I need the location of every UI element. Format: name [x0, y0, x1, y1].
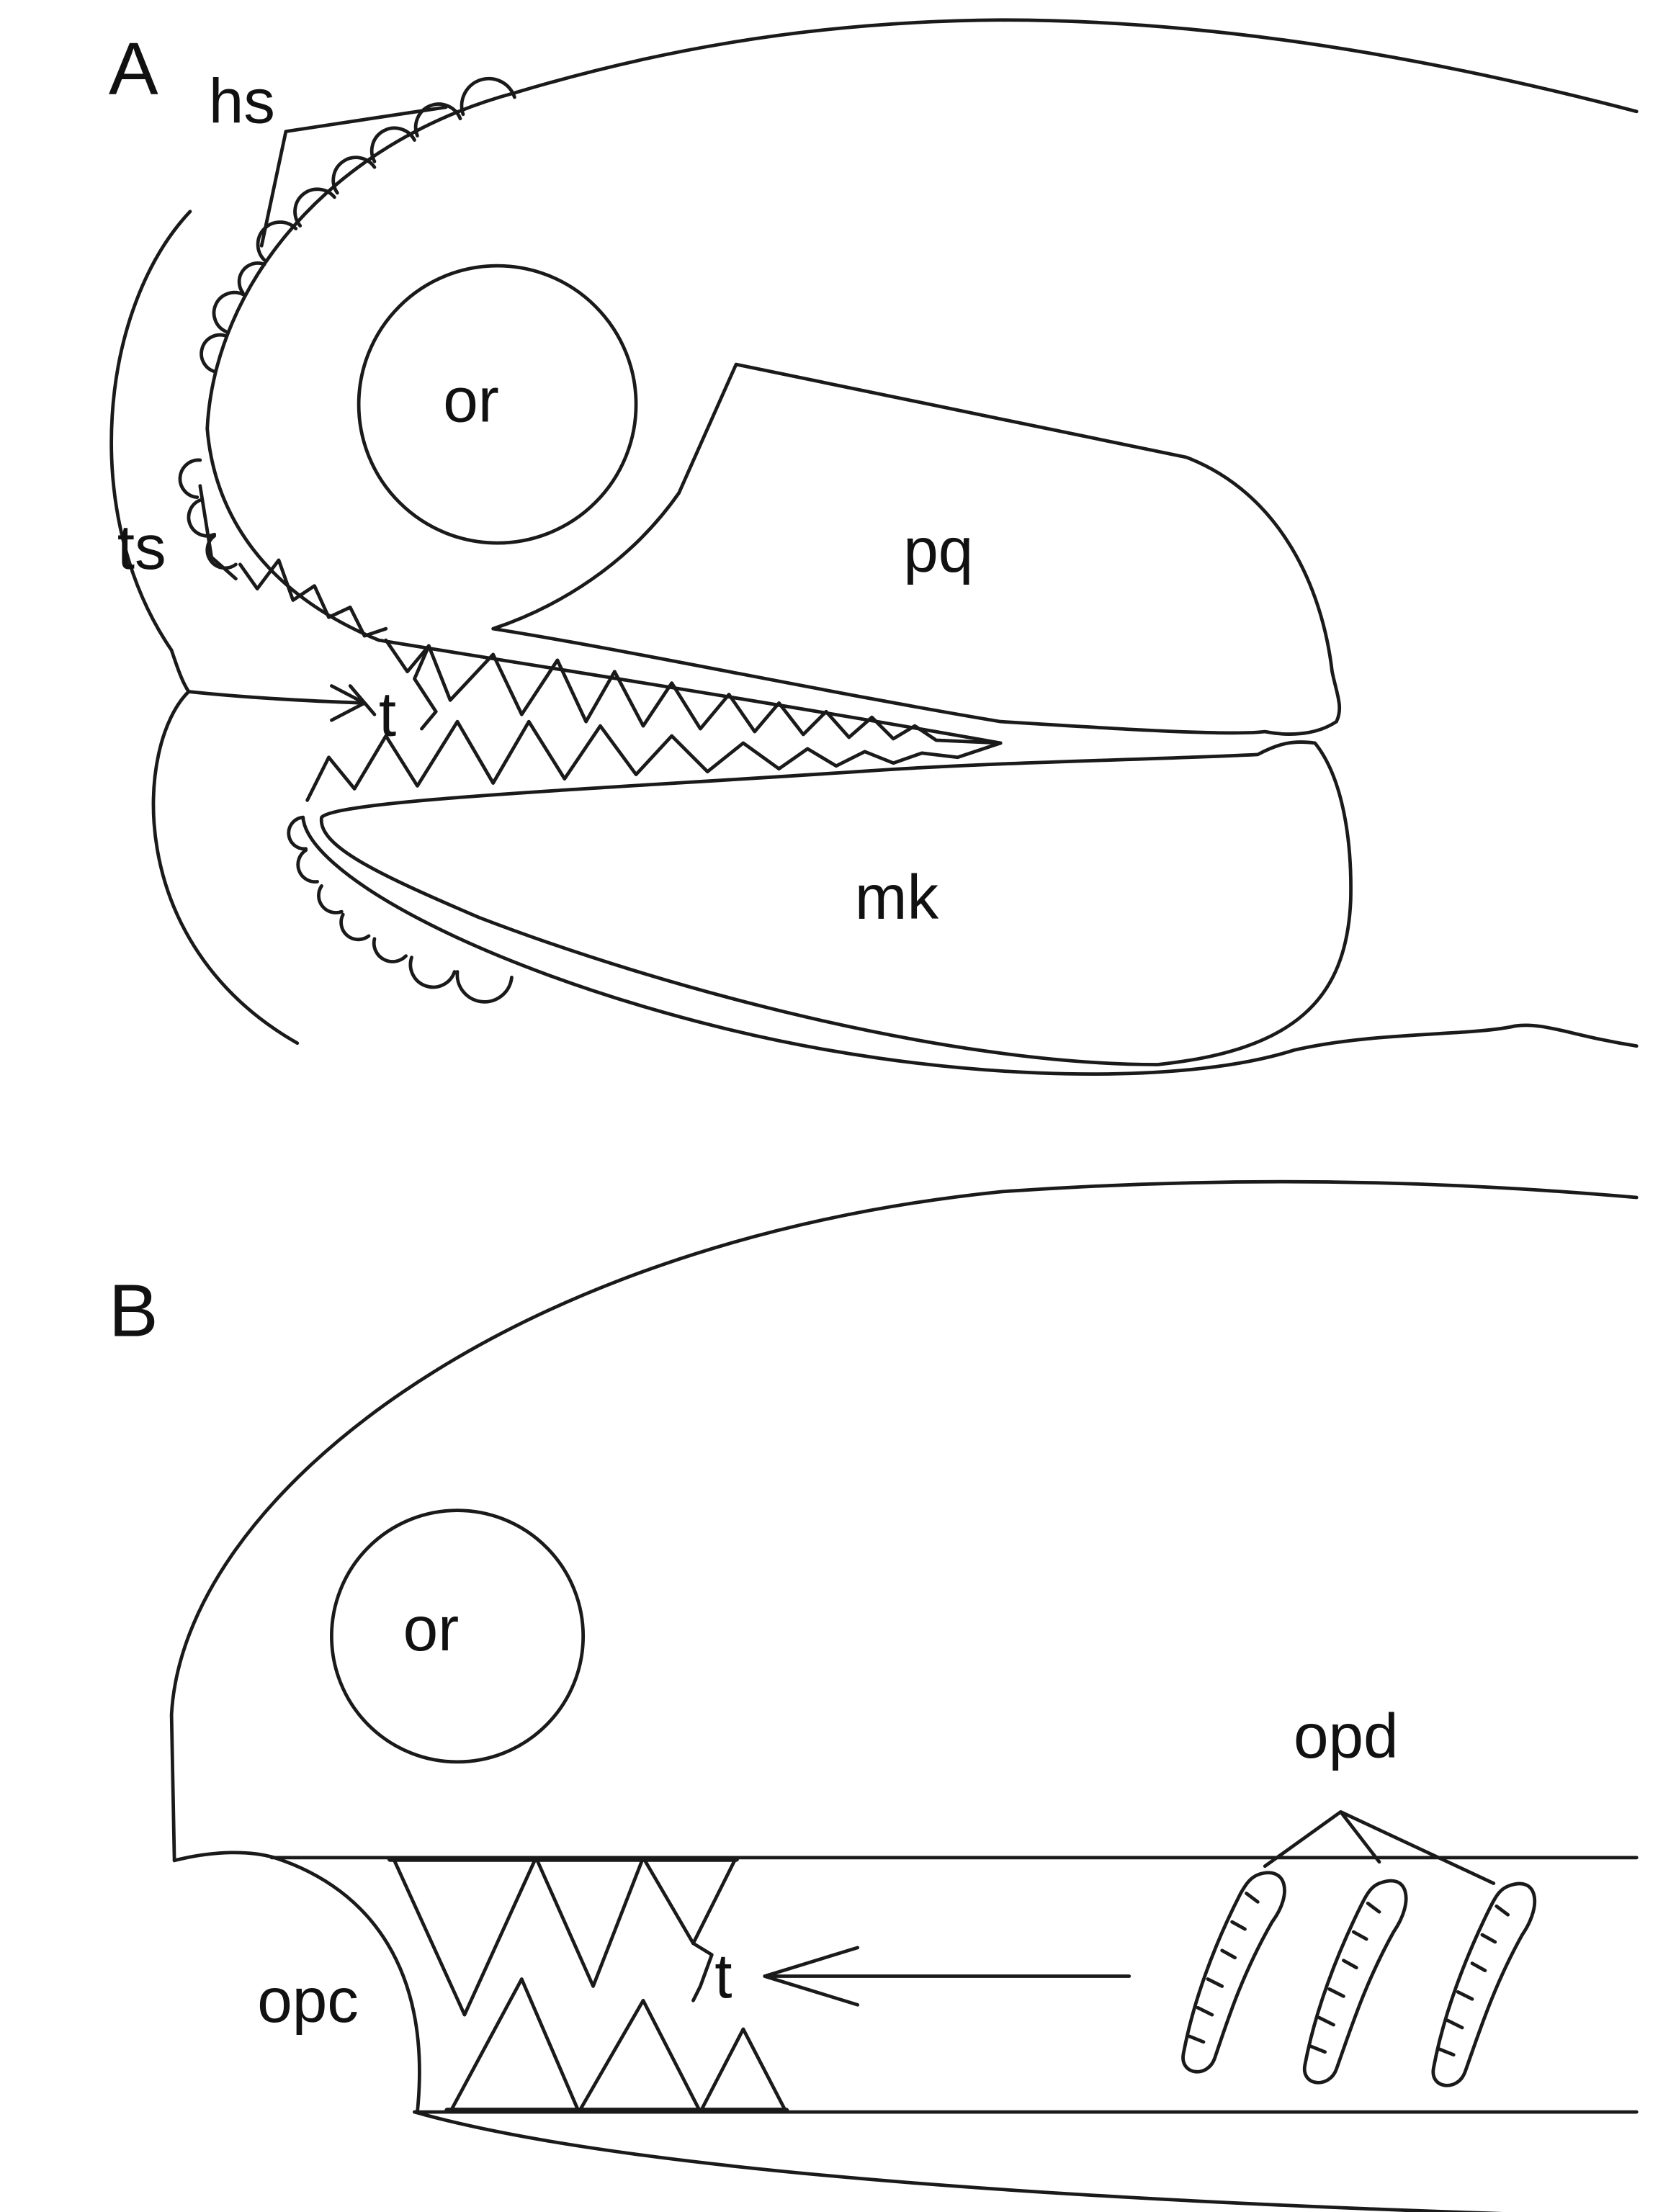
label-opd: opd — [1294, 1701, 1399, 1771]
orbit-a — [357, 264, 638, 545]
oropharyngeal-cavity-outline — [172, 1851, 421, 2114]
lower-jaw-outline — [301, 815, 1639, 1076]
denticle — [1302, 1879, 1408, 2085]
oropharyngeal-denticles — [1181, 1871, 1537, 2087]
t-arrow-a — [187, 684, 367, 722]
label-pq: pq — [903, 515, 973, 585]
orbit-b — [330, 1509, 586, 1764]
label-opc: opc — [257, 1965, 359, 2036]
tooth-scales — [178, 458, 388, 638]
palatoquadrate — [491, 362, 1342, 736]
bracket-arc-upper — [109, 210, 192, 693]
label-or-a: or — [443, 364, 499, 435]
panel-label-a: A — [109, 27, 158, 110]
ts-leader-lines — [198, 484, 238, 581]
teeth-b — [387, 1856, 789, 2114]
upper-jaw-outline — [205, 426, 1003, 745]
head-outline-a — [205, 18, 1639, 431]
label-t-a: t — [379, 679, 396, 750]
label-mk: mk — [855, 862, 939, 932]
ventral-outline-b — [413, 2110, 1503, 2212]
meckels-cartilage — [320, 740, 1353, 1066]
opd-leader-lines — [1263, 1809, 1496, 1885]
panel-b: B or opd t opc — [109, 1179, 1639, 2212]
bracket-arc-lower — [151, 690, 300, 1046]
denticle — [1181, 1871, 1286, 2074]
panel-label-b: B — [109, 1269, 158, 1352]
label-t-b: t — [714, 1941, 732, 2011]
hs-leader-lines — [259, 105, 448, 248]
denticle — [1431, 1881, 1537, 2087]
panel-a: A hs ts t or pq mk — [109, 18, 1639, 1076]
label-hs: hs — [209, 66, 275, 137]
t-arrow-b — [763, 1946, 1132, 2007]
head-outline-b — [169, 1179, 1639, 1863]
upper-teeth — [384, 638, 1003, 745]
label-ts: ts — [117, 512, 166, 583]
lower-teeth — [305, 719, 1003, 802]
label-or-b: or — [403, 1593, 460, 1664]
